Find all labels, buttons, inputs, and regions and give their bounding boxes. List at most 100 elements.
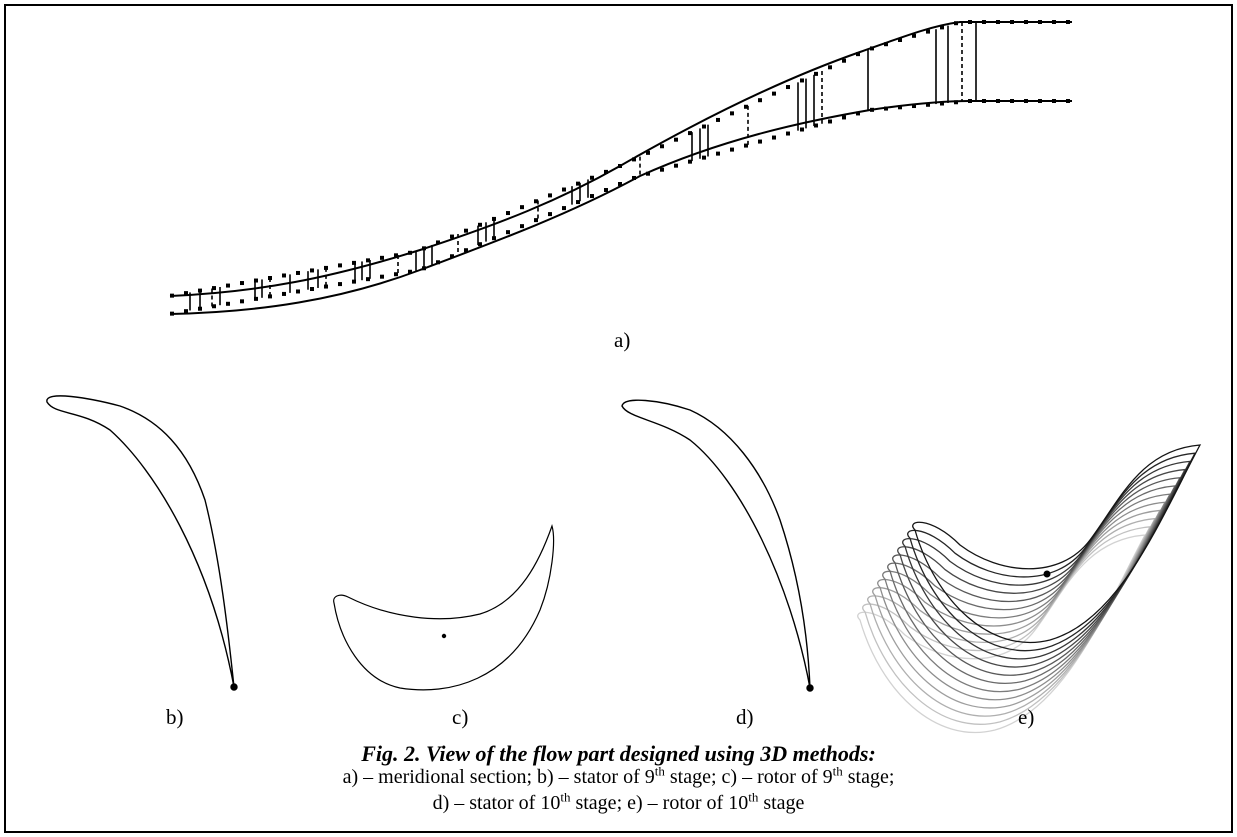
wall-marker <box>254 278 258 283</box>
figure-caption-title: Fig. 2. View of the flow part designed u… <box>361 741 876 766</box>
rotor-10-section <box>902 460 1192 660</box>
wall-marker <box>1038 20 1042 24</box>
wall-marker <box>296 270 300 275</box>
wall-marker <box>688 159 692 164</box>
wall-marker <box>338 263 342 268</box>
wall-marker <box>212 304 216 309</box>
wall-marker <box>828 119 832 124</box>
wall-marker <box>982 20 986 24</box>
wall-marker <box>912 104 916 109</box>
rotor-10-section <box>882 493 1172 693</box>
wall-marker <box>758 98 762 103</box>
wall-marker <box>716 151 720 156</box>
wall-marker <box>170 311 174 316</box>
wall-markers <box>170 20 1070 316</box>
wall-marker <box>324 265 328 270</box>
rotor-10-section <box>872 509 1162 709</box>
wall-marker <box>688 131 692 136</box>
wall-marker <box>632 175 636 180</box>
wall-marker <box>842 58 846 63</box>
wall-marker <box>198 306 202 311</box>
wall-marker <box>954 100 958 105</box>
rotor-10-sections <box>857 444 1202 734</box>
wall-marker <box>478 222 482 227</box>
wall-marker <box>450 254 454 259</box>
wall-marker <box>758 139 762 144</box>
wall-marker <box>240 281 244 286</box>
rotor-10-stack <box>857 444 1202 734</box>
wall-marker <box>408 250 412 255</box>
wall-marker <box>646 150 650 155</box>
wall-marker <box>940 25 944 30</box>
wall-marker <box>884 106 888 111</box>
wall-marker <box>660 167 664 172</box>
wall-marker <box>506 230 510 235</box>
wall-marker <box>394 272 398 277</box>
wall-marker <box>520 224 524 229</box>
wall-marker <box>562 206 566 211</box>
wall-marker <box>730 147 734 152</box>
wall-marker <box>170 293 174 298</box>
rotor-10-section <box>887 485 1177 684</box>
wall-marker <box>674 163 678 168</box>
wall-marker <box>422 266 426 271</box>
wall-marker <box>338 282 342 287</box>
wall-marker <box>548 212 552 217</box>
figure-caption-line-1: a) – meridional section; b) – stator of … <box>342 763 895 788</box>
wall-marker <box>1066 20 1070 24</box>
meridional-lower-wall <box>169 100 1072 315</box>
wall-marker <box>282 273 286 278</box>
wall-marker <box>1052 20 1056 24</box>
wall-marker <box>1052 99 1056 103</box>
wall-marker <box>996 20 1000 24</box>
wall-marker <box>898 38 902 42</box>
wall-marker <box>786 131 790 136</box>
wall-marker <box>254 296 258 301</box>
rotor-10-center-point <box>1043 570 1051 578</box>
wall-marker <box>450 234 454 239</box>
wall-marker <box>184 291 188 296</box>
wall-marker <box>674 137 678 142</box>
wall-marker <box>926 102 930 107</box>
wall-marker <box>618 164 622 168</box>
wall-marker <box>842 115 846 120</box>
rotor-10-section <box>897 468 1187 668</box>
wall-marker <box>954 21 958 26</box>
meridional-section <box>169 20 1072 316</box>
wall-marker <box>590 175 594 180</box>
wall-marker <box>282 291 286 296</box>
wall-marker <box>1038 99 1042 103</box>
wall-marker <box>590 194 594 199</box>
wall-marker <box>1010 99 1014 103</box>
wall-marker <box>366 277 370 282</box>
wall-marker <box>464 248 468 253</box>
figure-caption-line-2: d) – stator of 10th stage; e) – rotor of… <box>432 789 805 814</box>
wall-marker <box>576 181 580 186</box>
wall-marker <box>310 287 314 292</box>
wall-marker <box>408 269 412 274</box>
wall-marker <box>478 242 482 247</box>
wall-marker <box>366 258 370 263</box>
wall-marker <box>534 218 538 223</box>
panel-label-e: e) <box>1018 705 1035 729</box>
wall-marker <box>296 289 300 294</box>
wall-marker <box>436 240 440 245</box>
rotor-10-section <box>867 517 1157 717</box>
panel-label-b: b) <box>166 705 184 729</box>
wall-marker <box>436 260 440 265</box>
wall-marker <box>268 294 272 299</box>
rotor-9-profile <box>333 524 555 691</box>
wall-marker <box>702 155 706 160</box>
wall-marker <box>856 52 860 57</box>
wall-marker <box>226 283 230 288</box>
wall-marker <box>940 101 944 106</box>
wall-marker <box>912 33 916 38</box>
wall-marker <box>1066 99 1070 103</box>
rotor-10-section <box>912 444 1202 644</box>
wall-marker <box>716 117 720 122</box>
wall-marker <box>380 274 384 279</box>
wall-marker <box>380 255 384 260</box>
wall-marker <box>786 85 790 90</box>
wall-marker <box>310 268 314 273</box>
